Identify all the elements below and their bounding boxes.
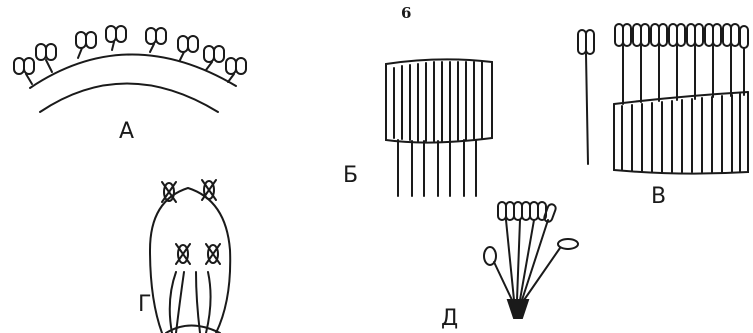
panel-g-drawing: [150, 180, 230, 333]
panel-a-drawing: [14, 26, 246, 112]
panel-v-drawing: [578, 24, 748, 174]
panel-b-drawing: [386, 59, 492, 196]
panel-d-drawing: [484, 202, 578, 318]
receptacle-outer-arc: [40, 84, 218, 113]
